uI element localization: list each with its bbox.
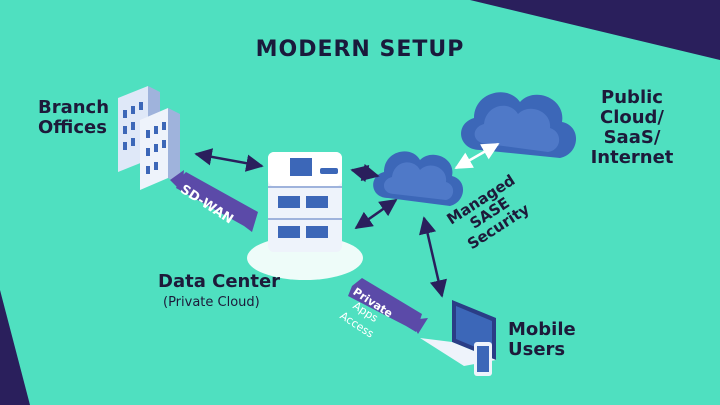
data-center-label: Data Center	[158, 271, 281, 292]
branch-label-line: Branch	[38, 97, 110, 118]
branch-offices-icon	[118, 86, 180, 190]
arrow-datacenter-sase	[350, 163, 380, 183]
data-center-server-icon	[247, 152, 363, 280]
connection-arrows	[194, 148, 447, 298]
public-cloud-label-line: Internet	[590, 147, 674, 169]
public-cloud-label-line: Public Cloud/	[599, 87, 665, 129]
mobile-users-icon	[420, 300, 496, 376]
page-title: MODERN SETUP	[255, 37, 465, 62]
public-cloud-label-line: SaaS/	[603, 127, 661, 149]
private-access-band	[348, 278, 428, 334]
mobile-label-line: Users	[508, 339, 566, 361]
data-center-sublabel: (Private Cloud)	[163, 295, 260, 310]
public-cloud-icon	[461, 92, 577, 158]
arrow-sase-public-cloud	[454, 142, 500, 170]
sase-cloud-icon	[373, 151, 464, 206]
branch-label-line: Offices	[38, 117, 107, 139]
sdwan-band	[170, 170, 258, 232]
public-cloud-label: Public Cloud/ SaaS/ Internet	[572, 87, 692, 169]
branch-offices-label: Branch Offices	[38, 97, 110, 139]
arrow-datacenter-sase-lower	[354, 198, 398, 230]
arrow-branch-datacenter	[194, 148, 264, 172]
mobile-users-label: Mobile Users	[508, 319, 576, 361]
mobile-label-line: Mobile	[508, 319, 576, 340]
arrow-sase-mobile	[419, 216, 447, 298]
